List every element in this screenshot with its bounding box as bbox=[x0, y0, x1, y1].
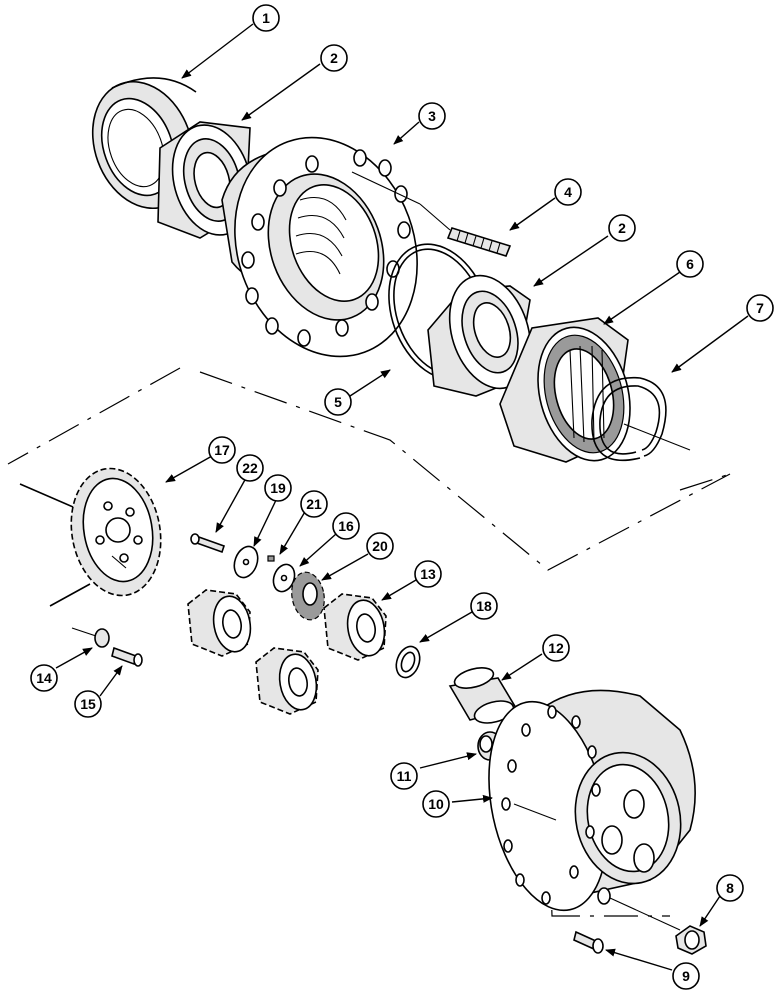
callout-number: 3 bbox=[428, 108, 436, 124]
callout-circle bbox=[676, 250, 704, 278]
callout-circle bbox=[236, 454, 264, 482]
part-19-washer bbox=[233, 545, 259, 579]
callout-c11: 11 bbox=[390, 762, 418, 790]
part-6-ring-gear bbox=[499, 317, 631, 463]
callout-number: 15 bbox=[80, 696, 96, 712]
callout-c2b: 2 bbox=[608, 214, 636, 242]
callout-number: 2 bbox=[618, 220, 626, 236]
callout-number: 1 bbox=[262, 10, 270, 26]
callout-circle bbox=[74, 690, 102, 718]
callout-circle bbox=[300, 490, 328, 518]
callout-c8: 8 bbox=[716, 874, 744, 902]
callout-circle bbox=[470, 592, 498, 620]
callout-circle bbox=[324, 388, 352, 416]
part-2-bearing-lower bbox=[427, 274, 532, 397]
part-20-small-gear bbox=[291, 571, 325, 621]
callout-c4: 4 bbox=[554, 178, 582, 206]
callout-c1: 1 bbox=[252, 4, 280, 32]
callout-circle bbox=[332, 512, 360, 540]
callout-circle bbox=[716, 874, 744, 902]
part-17-planet-carrier bbox=[19, 467, 162, 607]
callout-number: 14 bbox=[36, 670, 52, 686]
callout-c15: 15 bbox=[74, 690, 102, 718]
callout-circle bbox=[554, 178, 582, 206]
part-18-thrust-washer bbox=[395, 645, 421, 679]
part-13-planet-gear-b bbox=[323, 593, 387, 661]
callout-c5: 5 bbox=[324, 388, 352, 416]
callout-c10: 10 bbox=[422, 790, 450, 818]
callout-number: 13 bbox=[420, 566, 436, 582]
part-9-bolt bbox=[573, 930, 604, 954]
callout-circle bbox=[366, 532, 394, 560]
callout-number: 4 bbox=[564, 184, 572, 200]
callout-number: 11 bbox=[397, 768, 412, 784]
callout-c13: 13 bbox=[414, 560, 442, 588]
callout-c18: 18 bbox=[470, 592, 498, 620]
callout-number: 17 bbox=[214, 442, 230, 458]
callout-c22: 22 bbox=[236, 454, 264, 482]
part-7-snap-ring bbox=[591, 376, 691, 462]
callout-c2a: 2 bbox=[320, 44, 348, 72]
callout-number: 9 bbox=[682, 968, 690, 984]
callout-number: 8 bbox=[726, 880, 734, 896]
callout-number: 2 bbox=[330, 50, 338, 66]
callout-circle bbox=[608, 214, 636, 242]
callout-circle bbox=[746, 294, 774, 322]
callout-number: 21 bbox=[306, 496, 322, 512]
callout-circle bbox=[542, 634, 570, 662]
part-21-key bbox=[267, 555, 275, 562]
callout-number: 5 bbox=[334, 394, 342, 410]
callout-number: 20 bbox=[372, 538, 388, 554]
callout-circle bbox=[30, 664, 58, 692]
callout-c19: 19 bbox=[264, 474, 292, 502]
callout-c17: 17 bbox=[208, 436, 236, 464]
part-13-planet-gear-a bbox=[187, 589, 252, 657]
part-4-stud bbox=[419, 203, 512, 257]
callout-number: 6 bbox=[686, 256, 694, 272]
callout-c16: 16 bbox=[332, 512, 360, 540]
part-8-drain-plug bbox=[609, 897, 707, 955]
callout-circle bbox=[208, 436, 236, 464]
callout-circle bbox=[320, 44, 348, 72]
callout-circle bbox=[252, 4, 280, 32]
callout-circle bbox=[264, 474, 292, 502]
callout-number: 22 bbox=[242, 460, 258, 476]
callout-c20: 20 bbox=[366, 532, 394, 560]
housing-bolt-holes bbox=[501, 705, 601, 905]
callout-number: 18 bbox=[476, 598, 492, 614]
part-13-planet-gear-c bbox=[255, 647, 319, 715]
callout-circle bbox=[418, 102, 446, 130]
callout-c9: 9 bbox=[672, 962, 700, 990]
part-3-hub bbox=[221, 136, 421, 358]
callout-c7: 7 bbox=[746, 294, 774, 322]
part-15-bolt bbox=[111, 646, 143, 667]
callout-number: 10 bbox=[428, 796, 444, 812]
part-1-seal bbox=[91, 77, 197, 210]
part-12-planet-shaft bbox=[448, 667, 518, 724]
callout-number: 12 bbox=[548, 640, 564, 656]
callout-circle bbox=[422, 790, 450, 818]
callout-c14: 14 bbox=[30, 664, 58, 692]
leader-lines bbox=[55, 23, 749, 971]
hub-bolt-holes bbox=[241, 149, 411, 347]
callout-c21: 21 bbox=[300, 490, 328, 518]
callout-number: 19 bbox=[270, 480, 286, 496]
callout-c6: 6 bbox=[676, 250, 704, 278]
part-22-pin bbox=[190, 533, 226, 554]
part-14-washer bbox=[71, 627, 110, 648]
callout-c12: 12 bbox=[542, 634, 570, 662]
callout-circle bbox=[390, 762, 418, 790]
callout-circle bbox=[672, 962, 700, 990]
callout-number: 16 bbox=[338, 518, 354, 534]
callout-c3: 3 bbox=[418, 102, 446, 130]
part-10-housing bbox=[488, 689, 696, 912]
callout-circle bbox=[414, 560, 442, 588]
callout-number: 7 bbox=[756, 300, 764, 316]
